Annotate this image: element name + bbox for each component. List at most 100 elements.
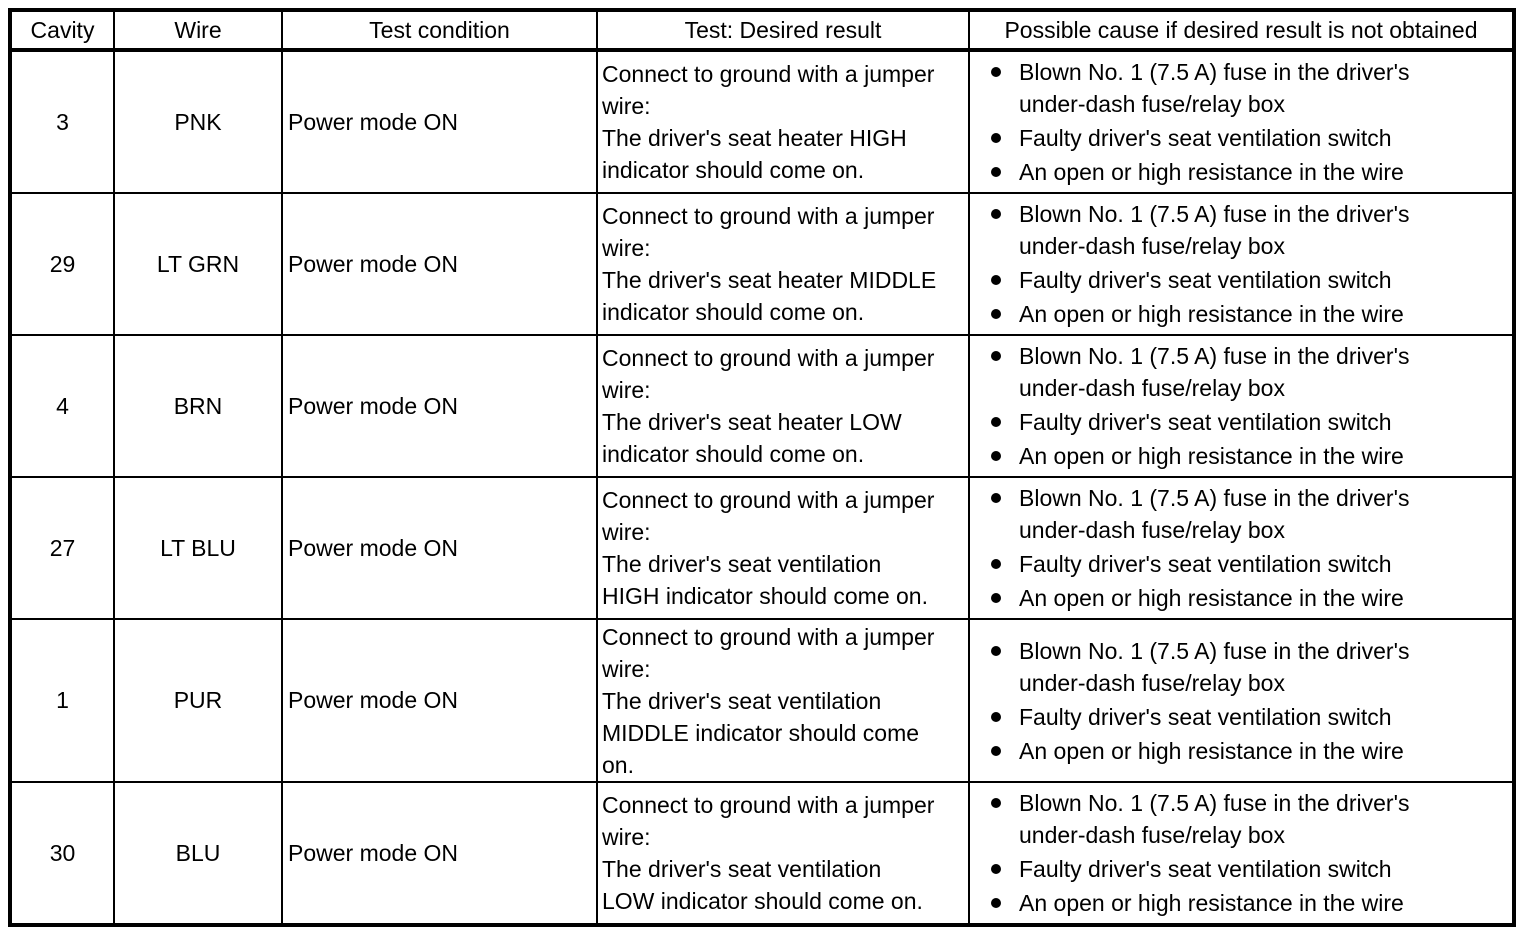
bullet-icon <box>991 864 1001 874</box>
cause-item: Faulty driver's seat ventilation switch <box>972 853 1510 885</box>
table-header: Cavity Wire Test condition Test: Desired… <box>9 9 1515 52</box>
cause-item: An open or high resistance in the wire <box>972 298 1510 330</box>
cause-item: An open or high resistance in the wire <box>972 887 1510 919</box>
possible-causes-cell: Blown No. 1 (7.5 A) fuse in the driver's… <box>968 476 1515 620</box>
table-row: 1 PUR Power mode ON Connect to ground wi… <box>9 618 1515 783</box>
bullet-icon <box>991 798 1001 808</box>
cause-item: Blown No. 1 (7.5 A) fuse in the driver's… <box>972 340 1510 404</box>
test-condition-cell: Power mode ON <box>281 49 598 194</box>
cause-text: Blown No. 1 (7.5 A) fuse in the driver's… <box>1019 790 1410 848</box>
cavity-cell: 3 <box>9 49 115 194</box>
cause-text: Blown No. 1 (7.5 A) fuse in the driver's… <box>1019 637 1410 696</box>
cause-text: Blown No. 1 (7.5 A) fuse in the driver's… <box>1019 343 1410 401</box>
cause-item: Faulty driver's seat ventilation switch <box>972 701 1510 733</box>
wire-cell: BLU <box>113 781 283 926</box>
possible-causes-cell: Blown No. 1 (7.5 A) fuse in the driver's… <box>968 618 1515 783</box>
desired-result-text: Connect to ground with a jumper wire: Th… <box>602 623 935 778</box>
possible-causes-cell: Blown No. 1 (7.5 A) fuse in the driver's… <box>968 334 1515 478</box>
cause-item: An open or high resistance in the wire <box>972 582 1510 614</box>
cause-text: An open or high resistance in the wire <box>1019 301 1404 327</box>
desired-result-cell: Connect to ground with a jumper wire: Th… <box>596 781 970 926</box>
wire-cell: LT GRN <box>113 192 283 336</box>
possible-causes-cell: Blown No. 1 (7.5 A) fuse in the driver's… <box>968 781 1515 926</box>
wire-cell: BRN <box>113 334 283 478</box>
cause-text: An open or high resistance in the wire <box>1019 585 1404 611</box>
wire-cell: PUR <box>113 618 283 783</box>
bullet-icon <box>991 711 1001 722</box>
table-row: 30 BLU Power mode ON Connect to ground w… <box>9 781 1515 926</box>
cause-item: Faulty driver's seat ventilation switch <box>972 406 1510 438</box>
cause-item: Blown No. 1 (7.5 A) fuse in the driver's… <box>972 635 1510 699</box>
desired-result-text: Connect to ground with a jumper wire: Th… <box>602 203 937 325</box>
desired-result-cell: Connect to ground with a jumper wire: Th… <box>596 49 970 194</box>
test-condition-cell: Power mode ON <box>281 781 598 926</box>
bullet-icon <box>991 493 1001 503</box>
wire-test-table: Cavity Wire Test condition Test: Desired… <box>8 8 1516 927</box>
cause-item: Blown No. 1 (7.5 A) fuse in the driver's… <box>972 198 1510 262</box>
cause-text: Blown No. 1 (7.5 A) fuse in the driver's… <box>1019 201 1410 259</box>
table-row: 4 BRN Power mode ON Connect to ground wi… <box>9 334 1515 478</box>
cause-item: Blown No. 1 (7.5 A) fuse in the driver's… <box>972 787 1510 851</box>
cause-text: Faulty driver's seat ventilation switch <box>1019 267 1392 293</box>
desired-result-text: Connect to ground with a jumper wire: Th… <box>602 345 935 467</box>
column-header-cavity: Cavity <box>9 9 115 52</box>
column-header-wire: Wire <box>113 9 283 52</box>
cause-text: Faulty driver's seat ventilation switch <box>1019 409 1392 435</box>
wire-cell: LT BLU <box>113 476 283 620</box>
bullet-icon <box>991 593 1001 603</box>
bullet-icon <box>991 898 1001 908</box>
cause-text: Faulty driver's seat ventilation switch <box>1019 551 1392 577</box>
desired-result-cell: Connect to ground with a jumper wire: Th… <box>596 334 970 478</box>
test-condition-cell: Power mode ON <box>281 476 598 620</box>
cause-text: An open or high resistance in the wire <box>1019 159 1404 185</box>
bullet-icon <box>991 559 1001 569</box>
test-condition-cell: Power mode ON <box>281 192 598 336</box>
bullet-icon <box>991 67 1001 77</box>
desired-result-text: Connect to ground with a jumper wire: Th… <box>602 487 935 609</box>
column-header-test-condition: Test condition <box>281 9 598 52</box>
bullet-icon <box>991 417 1001 427</box>
cause-text: Faulty driver's seat ventilation switch <box>1019 856 1392 882</box>
cause-text: An open or high resistance in the wire <box>1019 737 1404 764</box>
column-header-possible-cause: Possible cause if desired result is not … <box>968 9 1515 52</box>
bullet-icon <box>991 133 1001 143</box>
cause-item: Blown No. 1 (7.5 A) fuse in the driver's… <box>972 482 1510 546</box>
column-header-desired-result: Test: Desired result <box>596 9 970 52</box>
bullet-icon <box>991 275 1001 285</box>
cavity-cell: 1 <box>9 618 115 783</box>
bullet-icon <box>991 351 1001 361</box>
bullet-icon <box>991 209 1001 219</box>
bullet-icon <box>991 309 1001 319</box>
bullet-icon <box>991 745 1001 756</box>
cause-text: Faulty driver's seat ventilation switch <box>1019 703 1392 730</box>
possible-causes-cell: Blown No. 1 (7.5 A) fuse in the driver's… <box>968 192 1515 336</box>
cause-item: Faulty driver's seat ventilation switch <box>972 264 1510 296</box>
desired-result-text: Connect to ground with a jumper wire: Th… <box>602 61 935 183</box>
cause-item: Faulty driver's seat ventilation switch <box>972 122 1510 154</box>
cause-item: Blown No. 1 (7.5 A) fuse in the driver's… <box>972 56 1510 120</box>
bullet-icon <box>991 645 1001 656</box>
desired-result-text: Connect to ground with a jumper wire: Th… <box>602 792 935 914</box>
bullet-icon <box>991 167 1001 177</box>
cause-text: Faulty driver's seat ventilation switch <box>1019 125 1392 151</box>
possible-causes-cell: Blown No. 1 (7.5 A) fuse in the driver's… <box>968 49 1515 194</box>
header-row: Cavity Wire Test condition Test: Desired… <box>9 9 1515 52</box>
bullet-icon <box>991 451 1001 461</box>
cause-item: Faulty driver's seat ventilation switch <box>972 548 1510 580</box>
desired-result-cell: Connect to ground with a jumper wire: Th… <box>596 192 970 336</box>
wire-cell: PNK <box>113 49 283 194</box>
cause-item: An open or high resistance in the wire <box>972 735 1510 767</box>
table-row: 3 PNK Power mode ON Connect to ground wi… <box>9 49 1515 194</box>
cavity-cell: 30 <box>9 781 115 926</box>
cause-text: Blown No. 1 (7.5 A) fuse in the driver's… <box>1019 59 1410 117</box>
cavity-cell: 4 <box>9 334 115 478</box>
desired-result-cell: Connect to ground with a jumper wire: Th… <box>596 618 970 783</box>
cause-item: An open or high resistance in the wire <box>972 440 1510 472</box>
cause-item: An open or high resistance in the wire <box>972 156 1510 188</box>
table-row: 29 LT GRN Power mode ON Connect to groun… <box>9 192 1515 336</box>
desired-result-cell: Connect to ground with a jumper wire: Th… <box>596 476 970 620</box>
cavity-cell: 27 <box>9 476 115 620</box>
table-row: 27 LT BLU Power mode ON Connect to groun… <box>9 476 1515 620</box>
cause-text: Blown No. 1 (7.5 A) fuse in the driver's… <box>1019 485 1410 543</box>
cavity-cell: 29 <box>9 192 115 336</box>
